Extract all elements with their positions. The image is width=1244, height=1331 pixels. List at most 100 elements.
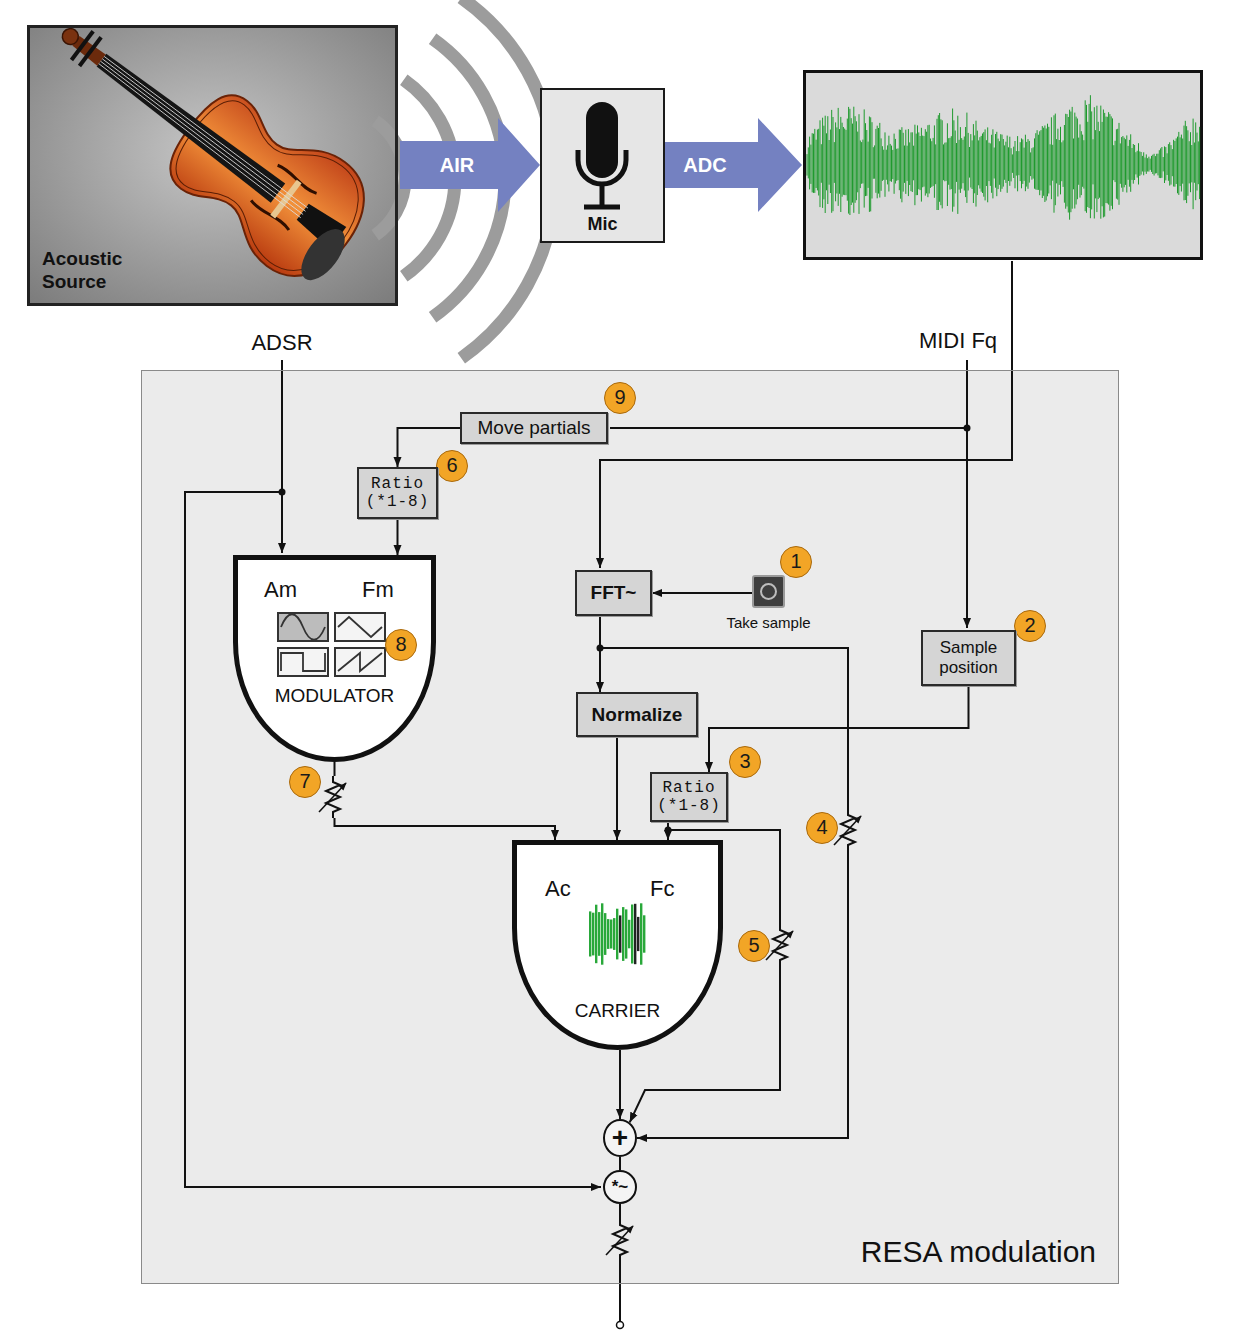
process-box: Normalize	[576, 692, 698, 737]
panel-background	[141, 370, 1119, 1284]
node-text: Fc	[650, 876, 674, 902]
edge-label: AIR	[440, 154, 474, 177]
microphone-icon	[584, 205, 620, 210]
callout-number: 1	[780, 546, 812, 578]
text-slot: Mic	[542, 214, 663, 235]
label-slot: 4	[806, 812, 838, 844]
connector	[630, 822, 780, 1122]
carrier-sample-icon	[640, 903, 642, 964]
carrier-sample-icon	[589, 911, 591, 956]
node-text: Ratio (*1-8)	[656, 779, 722, 815]
text-slot: CARRIER	[512, 1000, 723, 1022]
module-panel: RESA modulation Move partialsRatio (*1-8)…	[141, 370, 1119, 1284]
process-box: Move partials	[460, 412, 608, 444]
node-text: Sample position	[933, 638, 1005, 678]
ratio-box: Ratio (*1-8)	[650, 772, 728, 822]
junction-dot	[665, 827, 672, 834]
signal-wire	[185, 261, 1012, 1321]
carrier-sample-icon	[634, 904, 636, 964]
carrier-sample-icon	[610, 920, 612, 949]
label-slot: 2	[1014, 610, 1046, 642]
carrier-fill	[512, 840, 723, 1050]
callout-number: 7	[289, 766, 321, 798]
connector	[619, 1157, 621, 1170]
callout-number: 2	[1014, 610, 1046, 642]
label-slot: 7	[289, 766, 321, 798]
mic-background	[541, 89, 664, 242]
microphone-icon	[578, 150, 626, 184]
microphone-icon	[578, 102, 626, 207]
callout-number: 3	[729, 746, 761, 778]
node-text: CARRIER	[512, 1000, 723, 1022]
node-text: Acoustic Source	[42, 248, 162, 294]
node-text: Am	[264, 577, 297, 603]
callout-number: 9	[604, 382, 636, 414]
potentiometer-symbol	[834, 809, 861, 851]
process-box: FFT~	[575, 570, 652, 616]
label-slot: 3	[729, 746, 761, 778]
text-slot: Fm	[362, 577, 394, 603]
node-text: MODULATOR	[233, 685, 436, 707]
node-text: Mic	[542, 214, 663, 235]
output-terminal	[617, 1322, 624, 1329]
waveform	[807, 95, 1200, 220]
violin-illustration	[98, 64, 302, 218]
text-slot: Am	[264, 577, 297, 603]
callout-number: 5	[738, 930, 770, 962]
carrier-sample-icon	[643, 915, 645, 952]
junction-dot	[597, 645, 604, 652]
signal-name: ADSR	[251, 330, 312, 356]
adc-arrow	[665, 118, 802, 212]
label-slot: 1	[780, 546, 812, 578]
violin-illustration	[277, 164, 317, 195]
air-arrow	[400, 118, 540, 212]
callout-number: 4	[806, 812, 838, 844]
node-text: RESA modulation	[861, 1235, 1096, 1269]
waveform-selector	[278, 613, 328, 641]
node-text: Move partials	[478, 417, 591, 439]
signal-wire	[966, 360, 968, 628]
carrier-sample-icon	[589, 903, 645, 964]
connector	[619, 1050, 621, 1119]
arrow-label: ADC	[683, 154, 726, 177]
label-slot: 9	[604, 382, 636, 414]
carrier-sample-icon	[628, 920, 630, 949]
node-text: FFT~	[591, 582, 637, 604]
node-text: Fm	[362, 577, 394, 603]
signal-wire	[185, 492, 601, 1187]
carrier-sample-icon	[595, 905, 597, 964]
carrier-sample-icon	[619, 915, 621, 952]
violin-illustration	[270, 180, 301, 219]
potentiometer-symbol	[606, 1219, 633, 1261]
carrier-sample-icon	[637, 917, 639, 951]
carrier-sample-icon	[607, 919, 609, 949]
waveform-selector	[281, 653, 325, 671]
violin-illustration	[78, 36, 103, 67]
text-slot: RESA modulation	[861, 1235, 1096, 1269]
node-text: +	[612, 1124, 628, 1152]
node-text: Take sample	[726, 614, 810, 631]
signal-wire	[281, 360, 283, 553]
waveform-selector	[278, 648, 328, 676]
microphone-icon	[586, 102, 618, 178]
text-slot: Acoustic Source	[42, 248, 162, 294]
sum-operator: +	[603, 1119, 637, 1157]
label-slot: AIR	[440, 154, 474, 177]
waveform-box	[805, 72, 1202, 259]
carrier-sample-icon	[631, 905, 633, 964]
waveform-selector	[335, 648, 385, 676]
violin-illustration	[94, 50, 285, 202]
label-slot: 8	[385, 629, 417, 661]
signal-wire	[610, 427, 967, 429]
potentiometer-symbol	[766, 924, 793, 966]
connector	[652, 592, 752, 594]
waveform-selector	[335, 613, 385, 641]
mic-box: Mic	[540, 88, 665, 243]
signal-name: MIDI Fq	[919, 328, 997, 354]
text-slot: MODULATOR	[233, 685, 436, 707]
node-text: Ratio (*1-8)	[365, 475, 431, 511]
node-text: Normalize	[592, 704, 683, 726]
callout-number: 6	[436, 450, 468, 482]
waveform-selector	[338, 653, 382, 671]
connector	[616, 737, 618, 840]
